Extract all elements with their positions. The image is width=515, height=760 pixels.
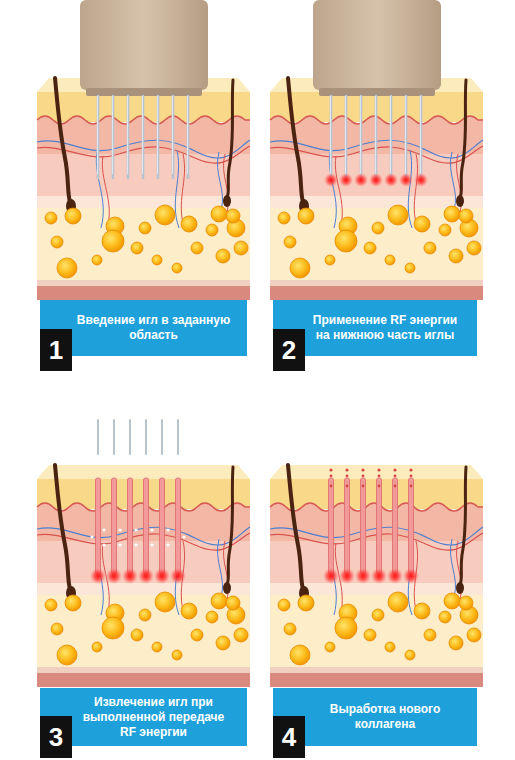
caption-text: Выработка нового коллагена <box>305 702 465 732</box>
skin-block <box>37 465 250 687</box>
caption-text: Извлечение игл при выполненной передаче … <box>80 695 228 740</box>
skin-block <box>37 78 250 300</box>
step-number: 2 <box>273 329 305 371</box>
channels <box>323 478 419 584</box>
handpiece <box>313 0 441 90</box>
handpiece <box>80 0 208 90</box>
coagulation-dots <box>90 528 185 546</box>
caption-text: Применение RF энергии на нижнюю часть иг… <box>305 313 465 343</box>
needles <box>330 96 421 178</box>
needle-plate <box>86 88 202 96</box>
step-number: 4 <box>273 716 305 758</box>
caption-text: Введение игл в заданную область <box>74 313 234 343</box>
step-number-text: 2 <box>282 335 296 365</box>
withdrawn-needles <box>98 420 178 454</box>
step-number: 3 <box>40 716 72 758</box>
needle-plate <box>319 88 435 96</box>
step-number-text: 4 <box>282 722 296 752</box>
skin-block <box>270 78 483 300</box>
surface-dots <box>329 468 412 487</box>
channels <box>90 478 186 584</box>
step-number-text: 1 <box>49 335 63 365</box>
step-number: 1 <box>40 329 72 371</box>
skin-block <box>270 465 483 687</box>
needles <box>97 96 188 178</box>
rf-glow <box>324 173 428 187</box>
step-number-text: 3 <box>49 722 63 752</box>
